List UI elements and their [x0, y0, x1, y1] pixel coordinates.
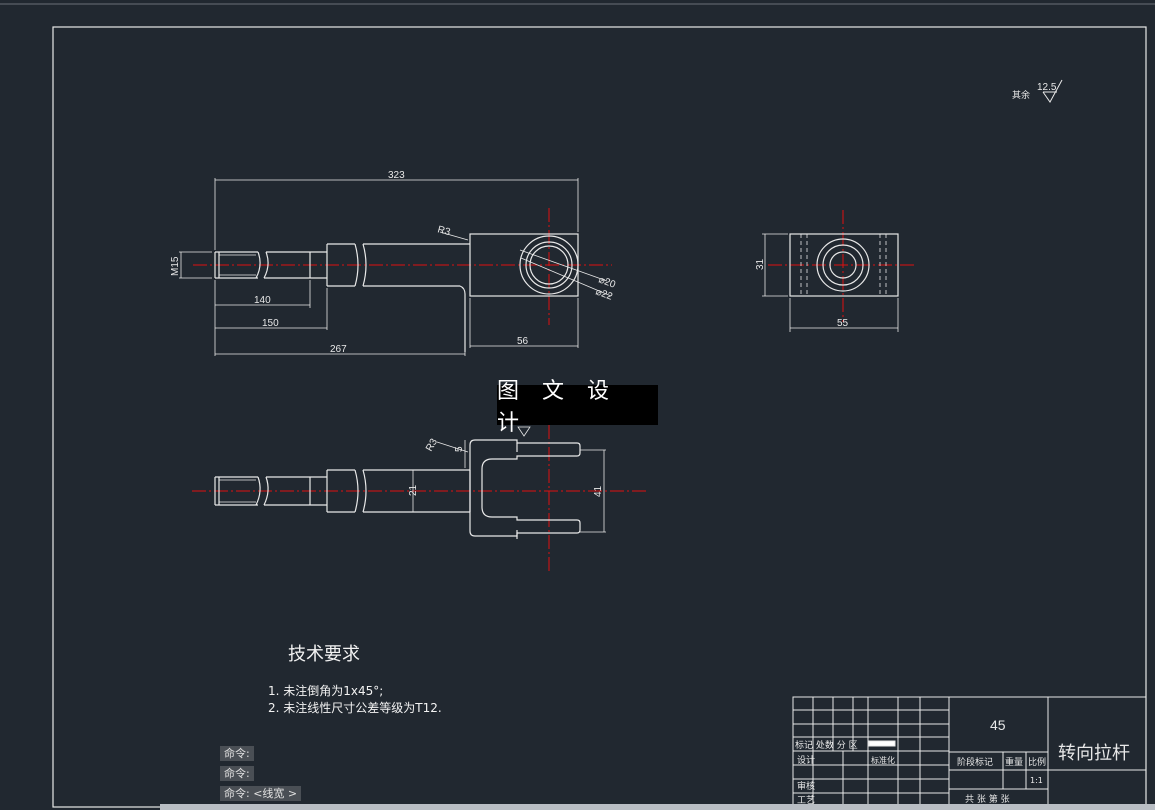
standard-label: 标准化: [871, 755, 895, 765]
dim-21: 21: [408, 484, 419, 496]
process-label: 工艺: [797, 795, 815, 806]
command-line-active[interactable]: 命令: <线宽 >: [220, 786, 302, 801]
command-line[interactable]: 命令:: [220, 766, 254, 781]
dim-267: 267: [330, 344, 347, 355]
dim-overall-323: 323: [388, 170, 405, 181]
dim-r3-front: R3: [436, 224, 452, 238]
scale-label: 比例: [1028, 756, 1046, 768]
front-view: [193, 208, 612, 352]
revision-header: 标记 处数 分 区: [795, 739, 858, 751]
dim-5: 5: [454, 446, 465, 452]
command-line[interactable]: 命令:: [220, 746, 254, 761]
status-bar: [160, 804, 1155, 810]
sheets-label: 共 张 第 张: [965, 793, 1010, 805]
scale-value: 1:1: [1030, 776, 1043, 785]
tech-requirement-item: 1. 未注倒角为1x45°;: [268, 684, 384, 698]
dim-150: 150: [262, 318, 279, 329]
weight-label: 重量: [1005, 756, 1023, 768]
designer-label: 设计: [797, 754, 815, 766]
dim-140: 140: [254, 295, 271, 306]
watermark-banner: 图 文 设 计: [497, 379, 658, 436]
front-view-dim-labels: 323 R3 M15 140 150 267 56 ⌀20 ⌀22: [170, 170, 617, 355]
stage-label: 阶段标记: [957, 756, 993, 768]
dim-31: 31: [755, 258, 766, 270]
dim-56: 56: [517, 336, 529, 347]
dim-r3-top: R3: [424, 437, 440, 454]
reviewer-label: 审核: [797, 780, 815, 792]
dim-thread-m15: M15: [170, 256, 181, 276]
top-view-dimensions: [412, 440, 606, 533]
tech-requirement-item: 2. 未注线性尺寸公差等级为T12.: [268, 701, 442, 715]
title-block: [792, 696, 1147, 808]
dim-41: 41: [593, 485, 604, 497]
part-name: 转向拉杆: [1058, 743, 1130, 764]
material-label: 45: [990, 717, 1006, 733]
surface-finish-symbol: 其余 12.5: [1012, 79, 1063, 103]
tech-requirements-title: 技术要求: [288, 644, 360, 665]
side-view-dimensions: [762, 233, 899, 332]
top-view: [192, 425, 648, 572]
front-view-dimensions: [179, 178, 579, 356]
side-view: [768, 210, 916, 322]
dim-55: 55: [837, 318, 849, 329]
svg-text:其余: 其余: [1012, 89, 1030, 100]
svg-text:12.5: 12.5: [1037, 82, 1057, 93]
